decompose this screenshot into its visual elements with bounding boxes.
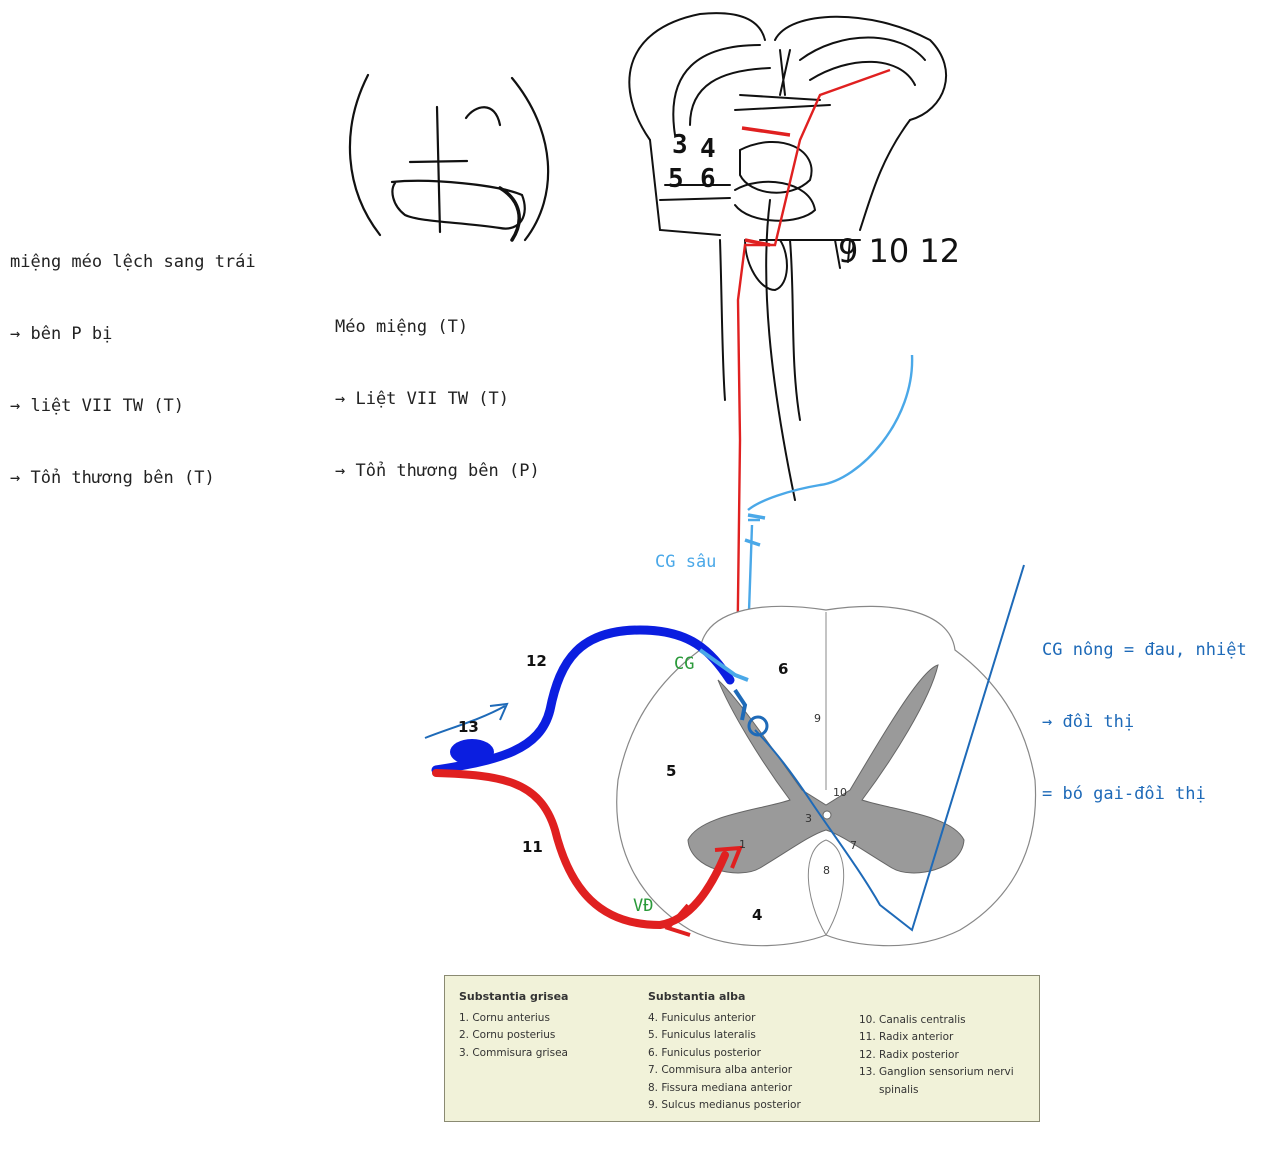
legend-grisea-title: Substantia grisea (459, 990, 569, 1003)
nerve-numbers: 9 10 12 (838, 232, 961, 270)
dark-blue-loop (747, 715, 769, 737)
note-right-line-1: CG nông = đau, nhiệt (1042, 640, 1247, 660)
legend-item: 12. Radix posterior (859, 1048, 959, 1061)
brain-sketch (628, 12, 947, 501)
red-decussation (741, 126, 791, 247)
blue-arrow-13 (424, 702, 509, 739)
number-6: 6 (778, 660, 789, 678)
legend-col-other: 10. Canalis centralis 11. Radix anterior… (859, 1012, 1014, 1099)
posterior-root (431, 625, 735, 775)
number-3: 3 (805, 812, 812, 825)
spinal-ganglion (450, 739, 494, 765)
legend-col-alba: Substantia alba 4. Funiculus anterior 5.… (648, 990, 801, 1114)
number-4: 4 (752, 906, 763, 924)
note-left-line-3: → liệt VII TW (T) (10, 396, 184, 416)
legend-item: spinalis (859, 1083, 919, 1096)
number-7: 7 (850, 839, 857, 852)
legend-item: 11. Radix anterior (859, 1031, 954, 1044)
legend-item: 1. Cornu anterius (459, 1012, 550, 1024)
light-blue-cg-root (698, 648, 749, 682)
note-left-line-4: → Tổn thương bên (T) (10, 468, 215, 488)
note-middle: Méo miệng (T) → Liệt VII TW (T) → Tổn th… (335, 267, 540, 507)
note-middle-line-2: → Liệt VII TW (T) (335, 389, 509, 409)
legend-item: 10. Canalis centralis (859, 1014, 966, 1026)
number-11: 11 (522, 838, 543, 856)
legend-col-grisea: Substantia grisea 1. Cornu anterius 2. C… (459, 990, 568, 1062)
label-cg: CG (674, 654, 695, 674)
note-right: CG nông = đau, nhiệt → đồi thị = bó gai-… (1042, 590, 1247, 830)
anterior-root (432, 769, 729, 930)
note-middle-line-1: Méo miệng (T) (335, 317, 469, 337)
legend-item: 13. Ganglion sensorium nervi (859, 1066, 1014, 1079)
note-left: miệng méo lệch sang trái → bên P bị → li… (10, 202, 256, 514)
label-cg-sau: CG sâu (655, 552, 717, 572)
number-13: 13 (458, 718, 479, 736)
legend-item: 6. Funiculus posterior (648, 1046, 761, 1059)
number-12: 12 (526, 652, 547, 670)
legend-item: 7. Commisura alba anterior (648, 1064, 793, 1077)
legend-item: 9. Sulcus medianus posterior (648, 1099, 801, 1112)
legend-item: 5. Funiculus lateralis (648, 1029, 756, 1042)
note-left-line-1: miệng méo lệch sang trái (10, 252, 256, 272)
label-vd: VĐ (633, 896, 654, 916)
legend-item: 8. Fissura mediana anterior (648, 1081, 793, 1094)
light-blue-marker (744, 513, 766, 547)
dark-blue-superficial-sensory-tract (754, 564, 1025, 932)
legend-item: 3. Commisura grisea (459, 1046, 568, 1059)
brain-mark-4: 4 (700, 134, 716, 164)
number-8: 8 (823, 864, 830, 877)
note-left-line-2: → bên P bị (10, 324, 113, 344)
dark-blue-entry (733, 688, 748, 721)
legend-item: 2. Cornu posterius (459, 1029, 556, 1042)
brain-mark-5: 5 (668, 164, 684, 194)
legend-alba-title: Substantia alba (648, 990, 746, 1003)
face-sketch (348, 73, 550, 242)
grey-matter (687, 664, 965, 874)
brain-mark-6: 6 (700, 164, 716, 194)
legend-box: Substantia grisea 1. Cornu anterius 2. C… (444, 975, 1040, 1122)
note-middle-line-3: → Tổn thương bên (P) (335, 461, 540, 481)
note-right-line-2: → đồi thị (1042, 712, 1135, 732)
red-motor-tract (733, 68, 891, 841)
number-5: 5 (666, 762, 677, 780)
number-10: 10 (833, 786, 847, 799)
brain-mark-3: 3 (672, 130, 688, 160)
number-9: 9 (814, 712, 821, 725)
red-motor-mark (664, 845, 744, 937)
legend-item: 4. Funiculus anterior (648, 1012, 756, 1024)
note-right-line-3: = bó gai-đồi thị (1042, 784, 1206, 804)
number-1: 1 (739, 838, 746, 851)
